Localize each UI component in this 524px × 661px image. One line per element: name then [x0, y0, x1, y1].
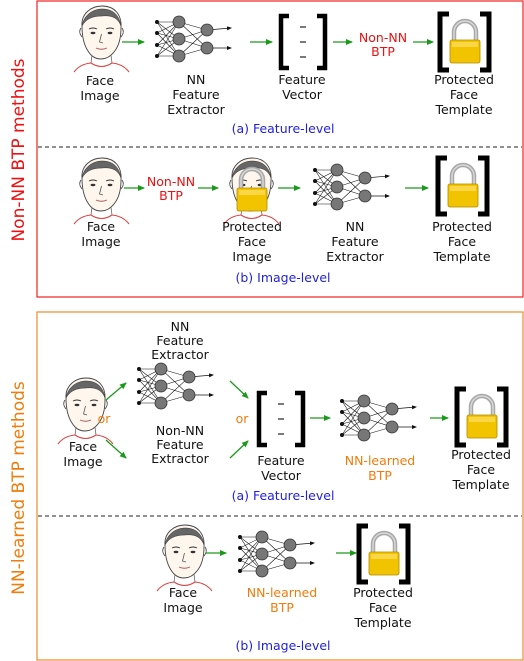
nn-learned-btp-icon	[238, 531, 314, 577]
flow-arrow	[105, 439, 127, 459]
nn-feature-extractor-icon	[137, 363, 213, 409]
protected-template-lock-icon	[440, 14, 489, 70]
flow-arrow	[229, 380, 249, 399]
nn-feature-extractor-icon	[155, 16, 231, 62]
feature-vector-icon	[259, 393, 303, 445]
caption-feature-level: (a) Feature-level	[232, 488, 335, 503]
or-label: or	[236, 411, 250, 426]
nn-learned-section-border	[36, 311, 524, 661]
flow-arrow	[229, 440, 249, 459]
nn-learned-btp-icon	[340, 395, 416, 441]
caption-feature-level: (a) Feature-level	[232, 121, 335, 136]
caption-image-level: (b) Image-level	[235, 638, 330, 653]
caption-image-level: (b) Image-level	[235, 270, 330, 285]
nn-feature-extractor-icon	[313, 164, 389, 210]
face-image-icon	[73, 157, 130, 225]
face-image-icon	[73, 5, 130, 73]
flow-arrow	[105, 382, 127, 401]
protected-template-lock-icon	[359, 526, 408, 582]
feature-vector-icon	[281, 16, 325, 68]
non-nn-side-title: Non-NN BTP methods	[9, 58, 29, 241]
face-image-icon	[156, 524, 213, 592]
protected-template-lock-icon	[438, 158, 487, 214]
protected-template-lock-icon	[457, 389, 506, 445]
nn-learned-side-title: NN-learned BTP methods	[9, 381, 29, 595]
non-nn-section-border	[36, 0, 524, 298]
or-label: or	[98, 411, 112, 426]
